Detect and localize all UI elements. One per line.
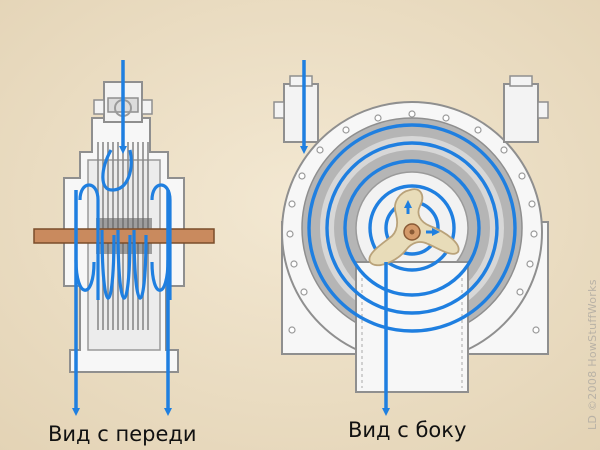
valve-side-knob	[273, 101, 285, 119]
valve-icon	[283, 83, 319, 143]
bolt-hole-icon	[286, 110, 540, 334]
valve-cap	[289, 75, 313, 87]
side-view-label: Вид с боку	[348, 418, 467, 442]
side-view	[273, 60, 549, 416]
valve-side-knob	[537, 101, 549, 119]
impeller-hub-pin	[409, 229, 415, 235]
valve-side-left	[93, 99, 105, 115]
side-flow-spiral	[307, 123, 517, 333]
copyright-credit: LD ©2008 HowStuffWorks	[586, 279, 599, 430]
valve-cap	[509, 75, 533, 87]
front-view-label: Вид с переди	[48, 422, 197, 446]
front-view	[33, 60, 215, 416]
valve-icon	[503, 83, 539, 143]
valve-side-right	[141, 99, 153, 115]
front-shaft	[33, 228, 215, 244]
